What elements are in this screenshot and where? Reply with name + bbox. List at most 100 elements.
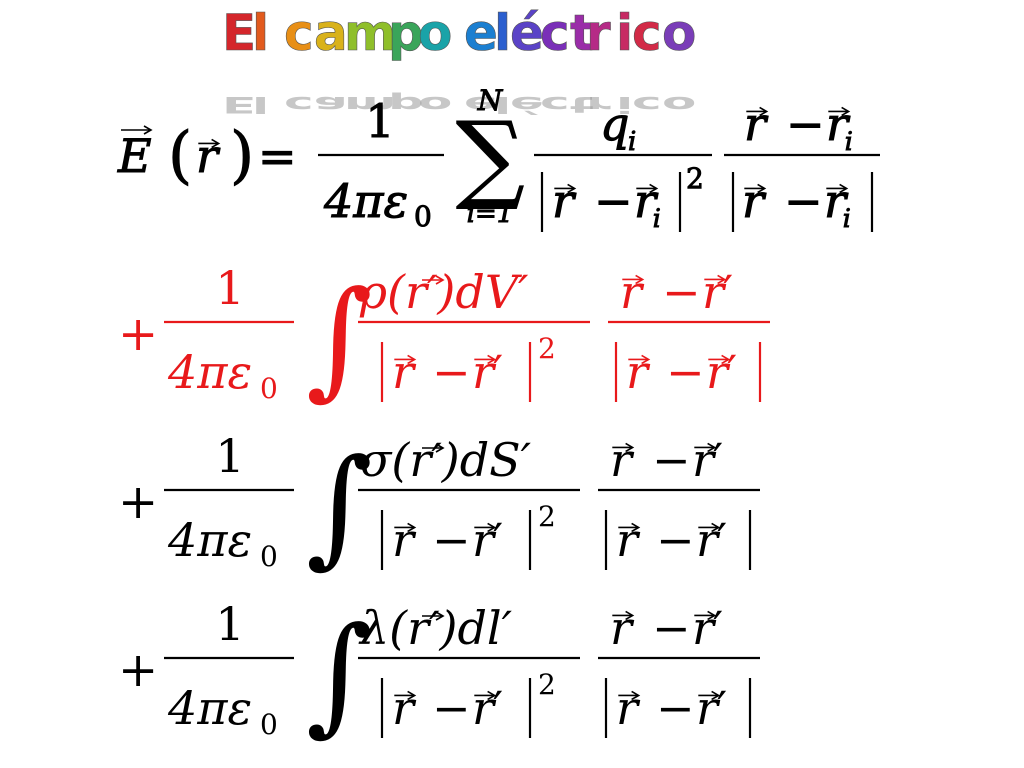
title-shadow-letter: m xyxy=(344,91,396,117)
title-letter: m xyxy=(344,4,396,62)
sigma-sum: ∑ xyxy=(456,101,525,213)
vector-r: r xyxy=(634,174,659,228)
vector-arrow-head xyxy=(649,183,659,194)
prime-mark: ′ xyxy=(713,433,723,487)
subscript-zero: 0 xyxy=(260,540,278,573)
vector-r: r xyxy=(692,601,717,655)
vector-r: r xyxy=(392,345,417,399)
title-letter: é xyxy=(510,4,544,62)
vector-arrow-head xyxy=(759,106,769,117)
subscript-i: i xyxy=(845,127,853,156)
exponent-two: 2 xyxy=(538,332,556,365)
sum-upper-limit: N xyxy=(477,84,504,117)
charge-density-element: ρ(r′)dV′ xyxy=(359,265,529,319)
exponent-two: 2 xyxy=(538,500,556,533)
minus-sign: − xyxy=(432,345,471,399)
vector-arrow-head xyxy=(487,354,497,365)
vector-arrow-head xyxy=(839,183,849,194)
plus-sign: + xyxy=(118,642,158,698)
title-shadow-letter: r xyxy=(586,91,611,117)
title-shadow-letter: o xyxy=(662,91,696,117)
minus-sign: − xyxy=(652,601,691,655)
vector-r: r xyxy=(696,513,721,567)
vector-arrow-head xyxy=(711,522,721,533)
vector-r: r xyxy=(392,681,417,735)
title-letter: i xyxy=(616,4,633,62)
prime-mark: ′ xyxy=(493,345,503,399)
charge-density-element: σ(r′)dS′ xyxy=(360,433,532,487)
numerator-one: 1 xyxy=(215,597,244,651)
vector-arrow-head xyxy=(435,443,445,453)
vector-arrow-head xyxy=(407,690,417,701)
integral-sign: ∫ xyxy=(306,600,373,749)
title-shadow-letter: c xyxy=(540,91,570,117)
vector-r: r xyxy=(552,174,577,228)
charge-density-element: λ(r′)dl′ xyxy=(358,601,513,655)
vector-r: r xyxy=(472,345,497,399)
title-letter: l xyxy=(252,4,269,62)
vector-arrow-head xyxy=(707,442,717,453)
title-letter: o xyxy=(662,4,696,62)
vector-arrow-head xyxy=(721,354,731,365)
plus-sign: + xyxy=(118,474,158,530)
vector-arrow-head xyxy=(435,611,445,621)
vector-r: r xyxy=(472,513,497,567)
four-pi-epsilon: 4πε xyxy=(167,513,252,567)
numerator-one: 1 xyxy=(215,261,244,315)
vector-r: r xyxy=(626,345,651,399)
numerator-one: 1 xyxy=(215,429,244,483)
title-letter: p xyxy=(388,4,424,62)
vector-arrow-head xyxy=(841,106,851,117)
charge-q: q xyxy=(600,97,629,151)
minus-sign: − xyxy=(656,681,695,735)
subscript-zero: 0 xyxy=(414,200,432,233)
sum-lower-limit: i=1 xyxy=(467,199,514,229)
title-shadow-letter: i xyxy=(616,91,633,117)
integral-sign: ∫ xyxy=(306,264,373,413)
minus-sign: − xyxy=(652,433,691,487)
subscript-zero: 0 xyxy=(260,372,278,405)
vector-r: r xyxy=(824,174,849,228)
minus-sign: − xyxy=(784,174,823,228)
title-shadow-letter: a xyxy=(314,91,348,117)
vector-r: r xyxy=(692,433,717,487)
vector-r: r xyxy=(706,345,731,399)
title-letter: a xyxy=(314,4,348,62)
title-letter: c xyxy=(284,4,314,62)
four-pi-epsilon: 4πε xyxy=(167,681,252,735)
prime-mark: ′ xyxy=(493,513,503,567)
vector-arrow-head xyxy=(143,125,153,135)
vector-r: r xyxy=(472,681,497,735)
four-pi-epsilon: 4πε xyxy=(167,345,252,399)
prime-mark: ′ xyxy=(493,681,503,735)
title-shadow-letter: e xyxy=(464,91,498,117)
title-letter: t xyxy=(570,4,594,62)
title-letter: r xyxy=(586,4,611,62)
title-shadow-letter: l xyxy=(494,91,511,117)
prime-mark: ′ xyxy=(717,681,727,735)
title-letter: E xyxy=(222,4,256,62)
minus-sign: − xyxy=(662,265,701,319)
four-pi-epsilon: 4πε xyxy=(323,174,408,228)
vector-r: r xyxy=(620,265,645,319)
title-shadow-letter: E xyxy=(222,91,256,117)
title-shadow-letter: c xyxy=(284,91,314,117)
vector-r: r xyxy=(696,681,721,735)
prime-mark: ′ xyxy=(723,265,733,319)
vector-arrow-head xyxy=(717,274,727,285)
minus-sign: − xyxy=(432,681,471,735)
vector-arrow-head xyxy=(567,183,577,194)
equals-sign: = xyxy=(258,129,297,183)
vector-arrow-head xyxy=(757,183,767,194)
prime-mark: ′ xyxy=(717,513,727,567)
vector-r: r xyxy=(742,174,767,228)
minus-sign: − xyxy=(656,513,695,567)
subscript-i: i xyxy=(653,204,661,233)
vector-r: r xyxy=(616,513,641,567)
title-shadow-letter: t xyxy=(570,91,594,117)
